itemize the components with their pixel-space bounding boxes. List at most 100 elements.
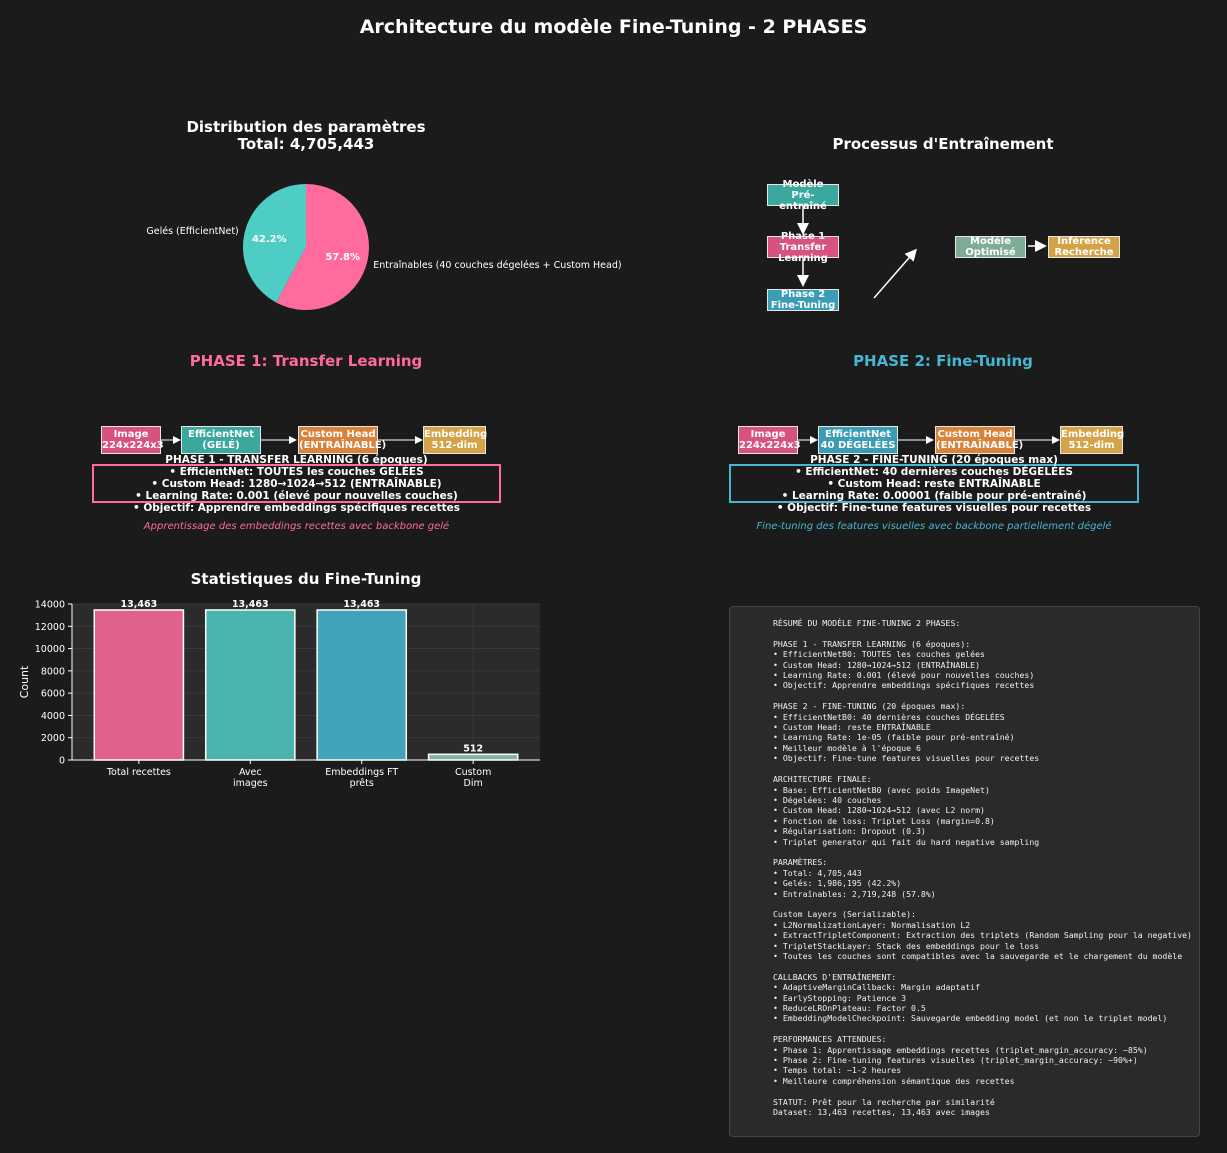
- phase2-title: PHASE 2: Fine-Tuning: [853, 352, 1033, 370]
- x-tick-label-0-0: Total recettes: [106, 767, 171, 778]
- phase1-details-box: [92, 464, 501, 503]
- phase1-detail-4: • Objectif: Apprendre embeddings spécifi…: [133, 502, 460, 514]
- phase1-node-custom-head-l2: (ENTRAÎNABLE): [299, 440, 387, 451]
- phase2-node-efficientnet-l1: EfficientNet: [825, 429, 891, 440]
- bar-chart-ylabel: Count: [18, 665, 31, 698]
- phase2-node-custom-head-l2: (ENTRAÎNABLE): [936, 440, 1024, 451]
- pie-slice-0: [242, 184, 306, 303]
- process-node-inference-l1: Inférence: [1057, 236, 1111, 247]
- x-tick-label-1-0: Avec: [239, 767, 262, 778]
- bar-0: [93, 609, 185, 761]
- phase1-title: PHASE 1: Transfer Learning: [189, 352, 423, 370]
- phase1-node-embedding: Embedding 512-dim: [423, 426, 488, 454]
- bar-value-label-0: 13,463: [121, 599, 158, 610]
- pie-slice-label-0: Gelés (EfficientNet): [146, 226, 238, 237]
- phase1-node-efficientnet: EfficientNet (GELÉ): [181, 426, 261, 454]
- phase1-node-custom-head-l1: Custom Head: [300, 429, 376, 440]
- process-node-phase1-l2: Transfer Learning: [778, 241, 828, 264]
- phase2-node-efficientnet-l2: 40 DÉGELÉES: [820, 440, 896, 451]
- phase1-detail-2: • Custom Head: 1280→1024→512 (ENTRAÎNABL…: [151, 478, 442, 490]
- phase1-node-embedding-l1: Embedding: [424, 429, 488, 440]
- bar-chart-bars: 13,463 13,463 13,463 512: [93, 599, 519, 761]
- pie-pct-label-1: 57.8%: [325, 252, 360, 263]
- phase1-node-efficientnet-l1: EfficientNet: [188, 429, 254, 440]
- phase1-node-efficientnet-l2: (GELÉ): [202, 440, 240, 451]
- pie-chart: 42.2% Gelés (EfficientNet) 57.8% Entraînabl…: [146, 184, 622, 310]
- phase2-node-custom-head: Custom Head (ENTRAÎNABLE): [935, 426, 1024, 454]
- process-node-pretrained-l1: Modèle: [782, 178, 824, 190]
- process-node-phase1: Phase 1 Transfer Learning: [767, 231, 839, 264]
- summary-panel: RÉSUMÉ DU MODÈLE FINE-TUNING 2 PHASES: P…: [729, 606, 1200, 1137]
- phase2-detail-4: • Objectif: Fine-tune features visuelles…: [776, 502, 1092, 514]
- page-title: Architecture du modèle Fine-Tuning - 2 P…: [359, 16, 868, 38]
- phase1-detail-3: • Learning Rate: 0.001 (élevé pour nouve…: [135, 490, 458, 502]
- pie-title-line1: Distribution des paramètres: [186, 118, 426, 136]
- bar-value-label-2: 13,463: [343, 599, 380, 610]
- process-node-inference: Inférence Recherche: [1048, 236, 1120, 258]
- phase2-arrows: [798, 436, 1060, 444]
- phase1-node-custom-head: Custom Head (ENTRAÎNABLE): [298, 426, 387, 454]
- process-node-optimized-l2: Optimisé: [965, 247, 1016, 258]
- phase2-detail-2: • Custom Head: reste ENTRAÎNABLE: [827, 478, 1041, 490]
- x-tick-label-1-1: images: [233, 778, 268, 789]
- bar-chart-title: Statistiques du Fine-Tuning: [190, 570, 422, 588]
- phase2-detail-3: • Learning Rate: 0.00001 (faible pour pr…: [781, 490, 1087, 502]
- process-node-optimized-l1: Modèle: [970, 236, 1011, 247]
- process-node-inference-l2: Recherche: [1054, 247, 1114, 258]
- process-node-phase2-l2: Fine-Tuning: [770, 300, 836, 311]
- phase1-note: Apprentissage des embeddings recettes av…: [143, 521, 450, 532]
- pie-slice-1: [276, 184, 369, 310]
- phase1-detail-0: PHASE 1 - TRANSFER LEARNING (6 époques): [165, 454, 428, 466]
- bar-chart: 13,463 13,463 13,463 512 0 2000 4000 6000 8000 1…: [18, 599, 540, 789]
- phase1-node-embedding-l2: 512-dim: [431, 440, 478, 451]
- arrow-phase2-to-optimized: [873, 248, 917, 299]
- process-title: Processus d'Entraînement: [832, 135, 1054, 153]
- process-node-phase1-l1: Phase 1: [780, 230, 826, 242]
- bar-1: [204, 609, 296, 761]
- process-node-pretrained: Modèle Pré-entraîné: [767, 179, 839, 212]
- pie-pct-label-0: 42.2%: [252, 234, 287, 245]
- x-tick-label-3-0: Custom: [455, 767, 491, 778]
- phase1-detail-1: • EfficientNet: TOUTES les couches GELÉE…: [169, 466, 424, 478]
- process-arrows: [797, 206, 1047, 299]
- y-tick-label-3: 6000: [41, 689, 65, 700]
- phase2-node-embedding-l1: Embedding: [1061, 429, 1125, 440]
- phase2-details-box: [729, 464, 1139, 503]
- phase1-details: PHASE 1 - TRANSFER LEARNING (6 époques) …: [92, 454, 501, 514]
- phase2-node-image-l2: 224x224x3: [739, 440, 801, 451]
- x-tick-label-3-1: Dim: [464, 778, 483, 789]
- phase2-node-embedding: Embedding 512-dim: [1060, 426, 1125, 454]
- process-node-pretrained-l2: Pré-entraîné: [779, 189, 827, 212]
- pie-title: Distribution des paramètres Total: 4,705…: [106, 119, 506, 153]
- y-tick-label-7: 14000: [35, 600, 65, 611]
- phase1-node-image-l1: Image: [113, 429, 149, 440]
- y-tick-label-2: 4000: [41, 711, 65, 722]
- pie-slices: 42.2% Gelés (EfficientNet) 57.8% Entraînabl…: [146, 184, 622, 310]
- phase1-node-image-l2: 224x224x3: [102, 440, 164, 451]
- phase2-node-image: Image 224x224x3: [738, 426, 801, 454]
- phase2-details: PHASE 2 - FINE-TUNING (20 époques max) •…: [729, 454, 1139, 514]
- y-tick-label-6: 12000: [35, 622, 65, 633]
- phase2-node-image-l1: Image: [750, 429, 786, 440]
- phase2-node-embedding-l2: 512-dim: [1068, 440, 1115, 451]
- y-tick-label-1: 2000: [41, 733, 65, 744]
- process-node-phase2: Phase 2 Fine-Tuning: [767, 289, 839, 311]
- bar-3: [427, 753, 519, 761]
- phase2-detail-1: • EfficientNet: 40 dernières couches DÉG…: [795, 466, 1073, 478]
- y-tick-label-0: 0: [59, 756, 65, 767]
- phase2-note: Fine-tuning des features visuelles avec …: [756, 521, 1112, 532]
- x-tick-label-2-0: Embeddings FT: [325, 767, 398, 778]
- phase2-node-custom-head-l1: Custom Head: [937, 429, 1013, 440]
- bar-value-label-3: 512: [463, 743, 483, 754]
- y-tick-label-4: 8000: [41, 666, 65, 677]
- process-node-phase2-l1: Phase 2: [780, 289, 826, 300]
- pie-slice-label-1: Entraînables (40 couches dégelées + Cust…: [373, 260, 621, 271]
- y-tick-label-5: 10000: [35, 644, 65, 655]
- pie-title-line2: Total: 4,705,443: [237, 135, 375, 153]
- bar-value-label-1: 13,463: [232, 599, 269, 610]
- process-node-optimized: Modèle Optimisé: [955, 236, 1026, 258]
- phase2-node-efficientnet: EfficientNet 40 DÉGELÉES: [818, 426, 898, 454]
- phase1-node-image: Image 224x224x3: [101, 426, 164, 454]
- phase2-detail-0: PHASE 2 - FINE-TUNING (20 époques max): [810, 454, 1058, 466]
